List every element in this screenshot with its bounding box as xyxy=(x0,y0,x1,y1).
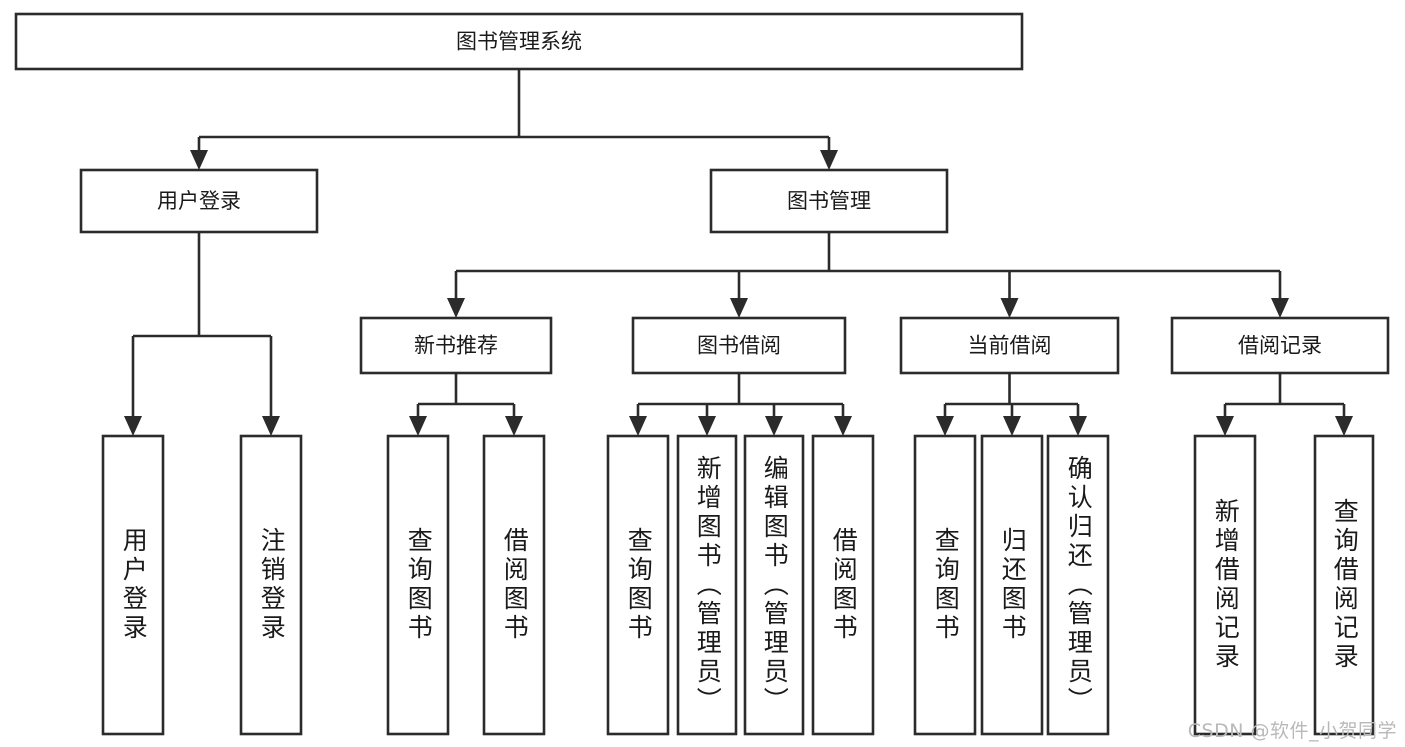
node-box-user-login[interactable] xyxy=(79,168,319,234)
node-label-user-login: 用户登录 xyxy=(157,189,241,213)
csdn-watermark: CSDN @软件_小贺同学 xyxy=(1187,720,1397,742)
arrow-head-book-management xyxy=(820,150,838,170)
node-box-leaf-borrow-book-2[interactable] xyxy=(811,434,875,736)
arrow-head-current-borrow xyxy=(1000,298,1019,318)
node-boxes xyxy=(14,12,1390,736)
node-label-current-borrow: 当前借阅 xyxy=(968,334,1052,358)
arrow-head-leaf-borrow-book-1 xyxy=(505,416,523,436)
arrow-head-leaf-add-book xyxy=(698,416,716,436)
arrow-head-leaf-query-book-3 xyxy=(936,416,954,436)
node-box-new-book-recommend[interactable] xyxy=(359,316,553,375)
node-label-book-borrow: 图书借阅 xyxy=(697,334,781,358)
arrow-head-leaf-return-book xyxy=(1003,416,1021,436)
arrow-head-leaf-edit-book xyxy=(765,416,783,436)
node-box-leaf-logout[interactable] xyxy=(239,434,303,736)
node-box-leaf-borrow-book-1[interactable] xyxy=(482,434,546,736)
node-box-book-management[interactable] xyxy=(709,168,949,234)
node-box-root[interactable] xyxy=(14,12,1024,71)
node-label-new-book-recommend: 新书推荐 xyxy=(414,334,498,358)
node-box-leaf-add-record[interactable] xyxy=(1193,434,1257,736)
connector-lines xyxy=(124,69,1353,436)
arrow-head-user-login xyxy=(190,150,208,170)
arrow-head-leaf-confirm-return xyxy=(1069,416,1087,436)
arrow-head-leaf-user-login xyxy=(124,416,142,436)
node-box-leaf-query-book-1[interactable] xyxy=(386,434,450,736)
arrow-head-leaf-query-book-1 xyxy=(409,416,427,436)
node-box-leaf-query-book-3[interactable] xyxy=(913,434,977,736)
arrow-head-leaf-add-record xyxy=(1216,416,1234,436)
node-label-root: 图书管理系统 xyxy=(456,30,582,54)
node-box-leaf-return-book[interactable] xyxy=(980,434,1044,736)
arrow-head-new-book-recommend xyxy=(447,298,465,318)
arrow-head-leaf-logout xyxy=(262,416,280,436)
arrow-head-book-borrow xyxy=(730,298,748,318)
node-label-borrow-record: 借阅记录 xyxy=(1238,334,1322,358)
node-box-leaf-query-book-2[interactable] xyxy=(606,434,670,736)
node-label-book-management: 图书管理 xyxy=(787,189,871,213)
arrow-head-leaf-query-record xyxy=(1335,416,1353,436)
node-box-borrow-record[interactable] xyxy=(1170,316,1390,375)
arrow-head-leaf-query-book-2 xyxy=(629,416,647,436)
node-box-leaf-edit-book[interactable] xyxy=(743,434,805,736)
arrow-head-borrow-record xyxy=(1271,298,1289,318)
arrow-head-leaf-borrow-book-2 xyxy=(834,416,852,436)
node-box-current-borrow[interactable] xyxy=(899,316,1120,375)
node-box-book-borrow[interactable] xyxy=(631,316,847,375)
node-box-leaf-confirm-return[interactable] xyxy=(1046,434,1110,736)
node-box-leaf-user-login[interactable] xyxy=(101,434,165,736)
node-box-leaf-add-book[interactable] xyxy=(676,434,738,736)
node-box-leaf-query-record[interactable] xyxy=(1313,434,1375,736)
